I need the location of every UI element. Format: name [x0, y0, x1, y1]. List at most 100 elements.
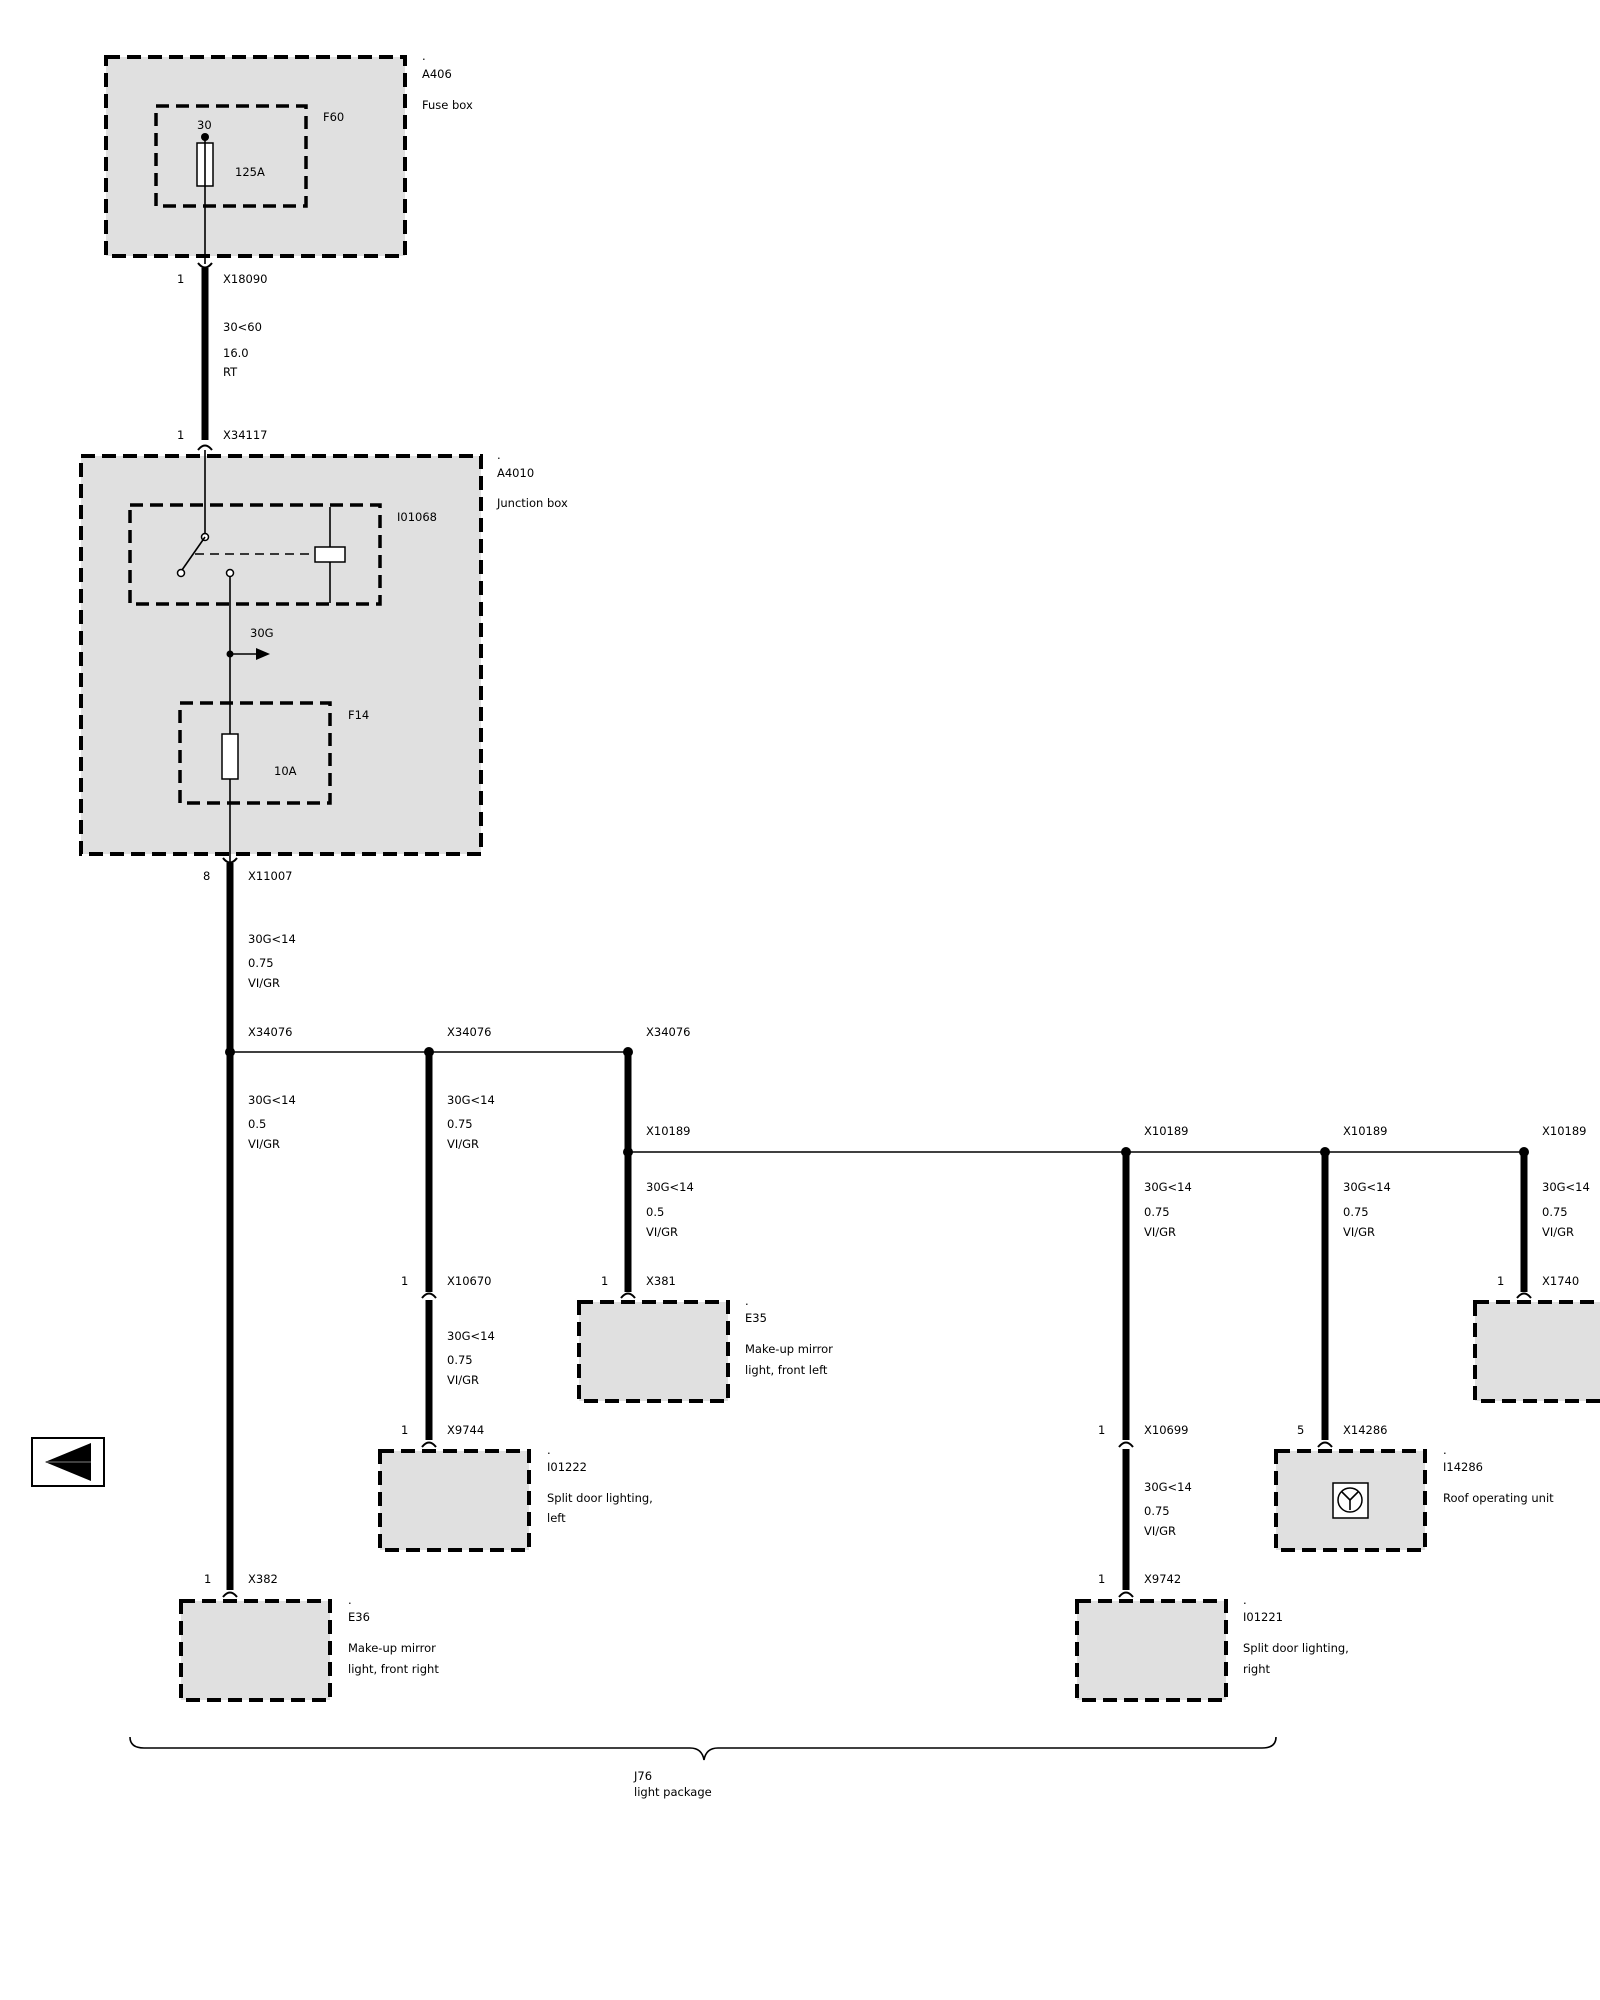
relay-i01068-id: I01068: [397, 510, 437, 524]
wire-main-size: 16.0: [223, 346, 249, 360]
i14286-id: I14286: [1443, 1460, 1483, 1474]
fuse-f14-rating: 10A: [274, 764, 297, 778]
x10699-pin: 1: [1098, 1423, 1105, 1437]
e35-id: E35: [745, 1311, 767, 1325]
wire-i01221-a-color: VI/GR: [1144, 1225, 1176, 1239]
i01222-name-line2: left: [547, 1511, 566, 1525]
wire-e36-circuit: 30G<14: [248, 1093, 296, 1107]
component-i01221: . I01221 Split door lighting, right: [1075, 1593, 1349, 1702]
svg-text:.: .: [547, 1443, 551, 1457]
splice-x10189-label-3: X10189: [1343, 1124, 1387, 1138]
svg-text:.: .: [1443, 1443, 1447, 1457]
x10670-pin: 1: [401, 1274, 408, 1288]
back-button[interactable]: [31, 1437, 105, 1487]
x9742-pin: 1: [1098, 1572, 1105, 1586]
x10699-id: X10699: [1144, 1423, 1188, 1437]
component-e36: . E36 Make-up mirror light, front right: [179, 1593, 439, 1702]
wire-e35-circuit: 30G<14: [646, 1180, 694, 1194]
junction-box-name: Junction box: [496, 496, 568, 510]
e36-name-line2: light, front right: [348, 1662, 439, 1676]
wire-e36-size: 0.5: [248, 1117, 266, 1131]
back-triangle-icon: [45, 1443, 91, 1481]
svg-text:.: .: [745, 1294, 749, 1308]
fuse-f14-icon: [221, 733, 239, 780]
i01222-id: I01222: [547, 1460, 587, 1474]
fuse-box-a406: . A406 Fuse box F60 30 125A: [104, 49, 473, 264]
wire-i01221-a-size: 0.75: [1144, 1205, 1170, 1219]
wire-i01221-b-color: VI/GR: [1144, 1524, 1176, 1538]
i01221-name-line2: right: [1243, 1662, 1271, 1676]
wire-x1740-circuit: 30G<14: [1542, 1180, 1590, 1194]
group-brace-j76: J76 light package: [129, 1736, 1277, 1799]
wire-main-color: RT: [223, 365, 238, 379]
x1740-id: X1740: [1542, 1274, 1579, 1288]
wire-i01221-a-circuit: 30G<14: [1144, 1180, 1192, 1194]
i01221-name-line1: Split door lighting,: [1243, 1641, 1349, 1655]
i01221-id: I01221: [1243, 1610, 1283, 1624]
junction-box-id: A4010: [497, 466, 534, 480]
x9742-id: X9742: [1144, 1572, 1181, 1586]
splice-x34076-label-3: X34076: [646, 1025, 690, 1039]
component-i14286: . I14286 Roof operating unit: [1274, 1443, 1554, 1552]
splice-x10189-label-1: X10189: [646, 1124, 690, 1138]
motor-icon: [1332, 1482, 1369, 1519]
junction-box-a4010: . A4010 Junction box I01068 30G F14 10A: [79, 448, 568, 864]
wire-i01222-a-size: 0.75: [447, 1117, 473, 1131]
group-id: J76: [633, 1769, 652, 1783]
x381-pin: 1: [601, 1274, 608, 1288]
x10670-id: X10670: [447, 1274, 491, 1288]
x1740-pin: 1: [1497, 1274, 1504, 1288]
wire-i01221-b-circuit: 30G<14: [1144, 1480, 1192, 1494]
wire-i14286-size: 0.75: [1343, 1205, 1369, 1219]
wire-i01222-b-color: VI/GR: [447, 1373, 479, 1387]
splice-x10189-label-4: X10189: [1542, 1124, 1586, 1138]
component-x1740-partial: [1473, 1300, 1600, 1403]
wire-i01222-a-color: VI/GR: [447, 1137, 479, 1151]
svg-text:.: .: [1243, 1593, 1247, 1607]
x18090-id: X18090: [223, 272, 267, 286]
wire-i01222-a-circuit: 30G<14: [447, 1093, 495, 1107]
x381-id: X381: [646, 1274, 676, 1288]
wire-i01221-b-size: 0.75: [1144, 1504, 1170, 1518]
fuse-f60-id: F60: [323, 110, 344, 124]
term-30g-label: 30G: [250, 626, 274, 640]
fuse-box-name: Fuse box: [422, 98, 473, 112]
wire-x11007-color: VI/GR: [248, 976, 280, 990]
wire-x1740-size: 0.75: [1542, 1205, 1568, 1219]
splice-x34076-label-2: X34076: [447, 1025, 491, 1039]
fuse-box-id: A406: [422, 67, 452, 81]
fuse-f60-pin: 30: [197, 118, 212, 132]
wire-e36-color: VI/GR: [248, 1137, 280, 1151]
x14286-id: X14286: [1343, 1423, 1387, 1437]
x34117-pin: 1: [177, 428, 184, 442]
i01222-name-line1: Split door lighting,: [547, 1491, 653, 1505]
svg-text:.: .: [422, 49, 426, 63]
x11007-pin: 8: [203, 869, 210, 883]
wire-main-circuit: 30<60: [223, 320, 262, 334]
x34117-id: X34117: [223, 428, 267, 442]
x9744-pin: 1: [401, 1423, 408, 1437]
e36-id: E36: [348, 1610, 370, 1624]
fuse-f60-rating: 125A: [235, 165, 265, 179]
wire-i14286-color: VI/GR: [1343, 1225, 1375, 1239]
component-e35: . E35 Make-up mirror light, front left: [577, 1294, 833, 1403]
x382-id: X382: [248, 1572, 278, 1586]
group-name: light package: [634, 1785, 712, 1799]
wire-x1740-color: VI/GR: [1542, 1225, 1574, 1239]
x9744-id: X9744: [447, 1423, 484, 1437]
e35-name-line2: light, front left: [745, 1363, 828, 1377]
splice-x10189-label-2: X10189: [1144, 1124, 1188, 1138]
i14286-name: Roof operating unit: [1443, 1491, 1554, 1505]
wire-e35-color: VI/GR: [646, 1225, 678, 1239]
component-i01222: . I01222 Split door lighting, left: [378, 1443, 653, 1552]
splice-x34076-label-1: X34076: [248, 1025, 292, 1039]
fuse-f14-id: F14: [348, 708, 369, 722]
wire-e35-size: 0.5: [646, 1205, 664, 1219]
e36-name-line1: Make-up mirror: [348, 1641, 436, 1655]
arrow-right-icon: [256, 648, 270, 660]
e35-name-line1: Make-up mirror: [745, 1342, 833, 1356]
x18090-pin: 1: [177, 272, 184, 286]
wire-x11007-size: 0.75: [248, 956, 274, 970]
wire-x11007-circuit: 30G<14: [248, 932, 296, 946]
